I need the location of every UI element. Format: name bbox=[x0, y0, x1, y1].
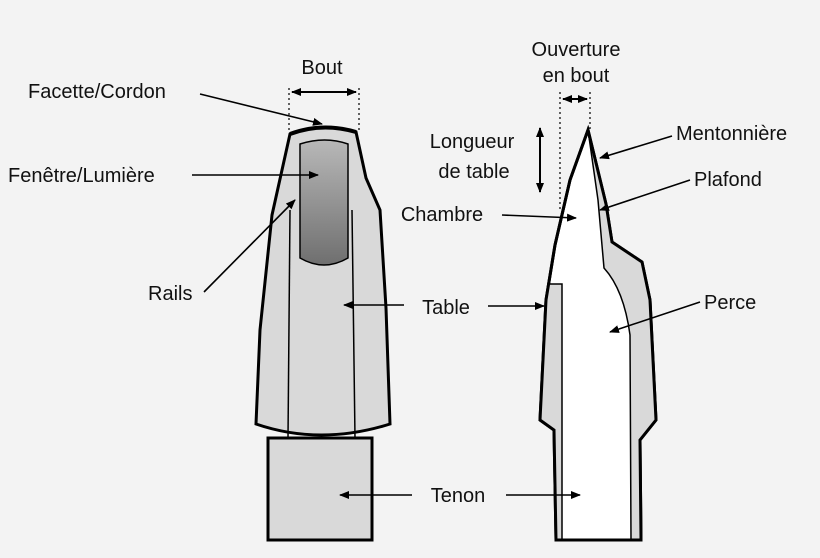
label-chambre: Chambre bbox=[401, 204, 483, 226]
label-ouverture-line2: en bout bbox=[543, 65, 610, 87]
label-fenetre-lumiere: Fenêtre/Lumière bbox=[8, 165, 155, 187]
label-bout: Bout bbox=[301, 57, 343, 79]
arrow-plafond bbox=[599, 179, 691, 211]
arrow-mentonniere bbox=[599, 135, 673, 160]
section-outline bbox=[538, 124, 658, 542]
arrow-chambre bbox=[501, 213, 577, 222]
mouthpiece-section-view bbox=[538, 124, 658, 542]
arrow-facette bbox=[199, 93, 323, 126]
leader-arrows bbox=[192, 93, 701, 499]
label-rails: Rails bbox=[148, 283, 192, 305]
arrow-rails bbox=[203, 199, 296, 293]
label-longueur-line2: de table bbox=[438, 161, 509, 183]
arrow-perce bbox=[609, 301, 701, 333]
label-facette-cordon: Facette/Cordon bbox=[28, 81, 166, 103]
front-body bbox=[266, 436, 374, 542]
label-plafond: Plafond bbox=[694, 169, 762, 191]
label-ouverture-line1: Ouverture bbox=[532, 39, 621, 61]
bout-dimension bbox=[288, 88, 360, 130]
section-table-strip bbox=[539, 283, 563, 541]
ouverture-dimension bbox=[559, 92, 591, 210]
window-lumiere bbox=[299, 139, 349, 266]
front-rail-line-right bbox=[351, 209, 356, 439]
mouthpiece-front-view bbox=[254, 125, 392, 542]
label-table: Table bbox=[422, 297, 470, 319]
front-tip-facing bbox=[289, 125, 357, 136]
label-tenon: Tenon bbox=[431, 485, 486, 507]
label-mentonniere: Mentonnière bbox=[676, 123, 787, 145]
label-longueur-line1: Longueur bbox=[430, 131, 515, 153]
label-perce: Perce bbox=[704, 292, 756, 314]
front-rail-line-left bbox=[287, 209, 291, 439]
